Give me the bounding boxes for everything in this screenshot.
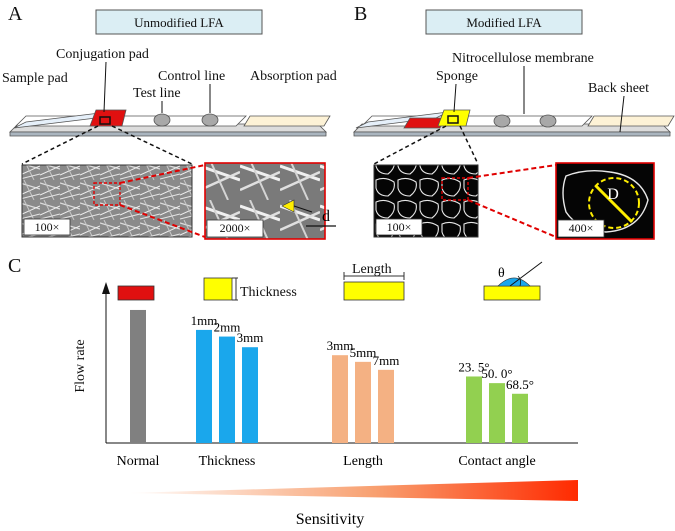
conjugation-pad-shape <box>89 109 127 127</box>
bar-thickness-0 <box>196 329 212 443</box>
category-label-thickness: Thickness <box>199 454 256 469</box>
y-axis-label: Flow rate <box>73 339 88 392</box>
category-label-contact-angle: Contact angle <box>458 454 535 469</box>
label-back-sheet: Back sheet <box>588 81 649 96</box>
bar-label: 3mm <box>237 330 264 345</box>
bar-label: 3mm <box>327 338 354 353</box>
sem-inset-b-400x: 400× <box>555 162 655 240</box>
panel-a-title: Unmodified LFA <box>134 15 224 30</box>
label-control-line: Control line <box>158 69 225 84</box>
bar-thickness-1 <box>219 336 235 443</box>
control-line-shape <box>201 113 219 127</box>
label-conjugation-pad: Conjugation pad <box>56 47 149 62</box>
legend-normal-swatch <box>117 285 155 301</box>
bar-thickness-2 <box>242 347 258 443</box>
mag-b-100x: 100× <box>387 220 412 234</box>
label-nitrocellulose: Nitrocellulose membrane <box>452 51 594 66</box>
legend-angle-symbol: θ <box>498 266 505 281</box>
label-absorption-pad: Absorption pad <box>250 69 337 84</box>
category-label-length: Length <box>343 454 383 469</box>
pore-diameter-label: D <box>607 186 619 203</box>
mag-a-100x: 100× <box>35 220 60 234</box>
legend-thickness <box>203 277 238 301</box>
sem-inset-a-2000x: 2000× <box>204 162 336 240</box>
bar-length-2 <box>378 369 394 443</box>
label-sample-pad: Sample pad <box>2 71 68 86</box>
panel-a-letter: A <box>8 3 23 25</box>
test-line-shape <box>153 113 171 127</box>
bar-contact-angle-1 <box>489 383 505 443</box>
panel-b-letter: B <box>354 3 367 25</box>
panel-b-title-box <box>425 9 583 35</box>
bar-length-1 <box>355 361 371 443</box>
label-sponge: Sponge <box>436 69 478 84</box>
bar-label: 2mm <box>214 320 241 335</box>
panel-c-letter: C <box>8 255 21 277</box>
mag-a-2000x: 2000× <box>220 221 251 235</box>
legend-thickness-label: Thickness <box>240 285 297 300</box>
bar-contact-angle-2 <box>512 393 528 443</box>
label-test-line: Test line <box>133 86 181 101</box>
y-axis-arrow <box>102 282 110 294</box>
legend-contact-angle <box>483 261 543 301</box>
bar-contact-angle-0 <box>466 376 482 443</box>
flow-rate-chart: Flow rate Normal1mm2mm3mmThickness3mm5mm… <box>73 282 578 469</box>
sem-inset-b-100x: 100× <box>373 164 479 238</box>
legend-length <box>343 272 405 301</box>
unmodified-strip <box>9 109 331 137</box>
bar-normal-0 <box>130 309 146 443</box>
bar-length-0 <box>332 355 348 443</box>
bar-label: 50. 0° <box>481 366 512 381</box>
sensitivity-label: Sensitivity <box>296 511 364 528</box>
sensitivity-wedge <box>126 480 578 501</box>
fiber-diameter-label: d <box>322 208 330 225</box>
panel-b-title: Modified LFA <box>466 15 542 30</box>
legend-length-label: Length <box>352 262 392 277</box>
sem-inset-a-100x: 100× <box>21 164 193 238</box>
panel-a-title-box <box>95 9 263 35</box>
bar-label: 5mm <box>350 345 377 360</box>
bar-label: 1mm <box>191 313 218 328</box>
mag-b-400x: 400× <box>569 221 594 235</box>
sponge-shape <box>437 109 471 127</box>
category-label-normal: Normal <box>117 454 160 469</box>
modified-strip <box>353 109 675 137</box>
absorption-pad-shape <box>243 115 331 127</box>
bar-label: 68.5° <box>506 377 534 392</box>
bar-label: 23. 5° <box>458 359 489 374</box>
bar-label: 7mm <box>373 353 400 368</box>
